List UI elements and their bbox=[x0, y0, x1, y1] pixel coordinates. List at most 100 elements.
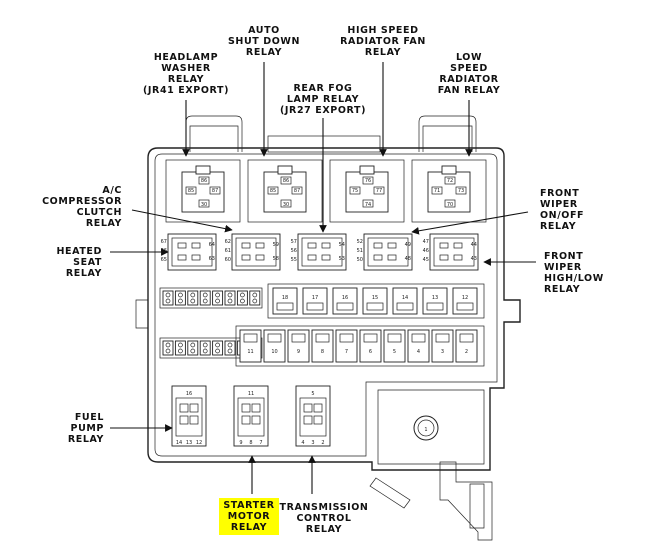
mini-relay-inner bbox=[235, 237, 277, 267]
top-relay-pin-label: 77 bbox=[376, 188, 382, 194]
mini-fuse-contact bbox=[202, 298, 208, 304]
fuse-slot-window bbox=[459, 333, 474, 343]
top-relay-pin-label: 72 bbox=[447, 178, 453, 184]
arrow-front-wiper-onoff bbox=[411, 211, 529, 235]
top-relay-pin-label: 87 bbox=[294, 188, 300, 194]
front-wiper-on-off-relay-label: FRONT WIPER ON/OFF RELAY bbox=[540, 188, 585, 232]
top-relay-body bbox=[345, 171, 389, 213]
mini-relay-pin-label: 51 bbox=[357, 248, 363, 254]
fuse-slot-number: 4 bbox=[417, 349, 420, 355]
fuse-slot-number: 18 bbox=[282, 295, 288, 301]
mini-fuse-contact bbox=[215, 298, 220, 304]
mini-fuse-slot bbox=[162, 340, 174, 356]
bottom-relay-pin bbox=[189, 403, 199, 413]
bottom-relay-pin-label: 14 bbox=[176, 440, 182, 446]
top-relay-socket bbox=[411, 159, 487, 223]
top-relay-pin-label: 71 bbox=[434, 188, 440, 194]
mini-fuse-contact bbox=[227, 292, 233, 298]
mini-relay-pin bbox=[255, 254, 265, 261]
mini-relay-pin-label: 49 bbox=[405, 242, 411, 248]
fuse-slot bbox=[407, 329, 430, 363]
mini-relay-pin bbox=[191, 254, 201, 261]
fuse-slot-window bbox=[315, 333, 330, 343]
fuse-slot-number: 2 bbox=[465, 349, 468, 355]
mini-relay-pin-label: 59 bbox=[273, 242, 279, 248]
top-relay-pin bbox=[291, 186, 303, 195]
bottom-relay-body bbox=[299, 397, 327, 437]
mini-fuse-contact bbox=[252, 292, 258, 298]
mini-relay-pin-label: 50 bbox=[357, 257, 363, 263]
top-relay-pin-label: 30 bbox=[201, 202, 207, 208]
mini-fuse-contact bbox=[215, 342, 220, 348]
top-relay-pin-label: 87 bbox=[212, 188, 218, 194]
bottom-relay-pin-label: 12 bbox=[196, 440, 202, 446]
mini-relay-pin bbox=[255, 242, 265, 249]
top-relay-tab bbox=[441, 165, 457, 175]
mini-relay-pin-label: 60 bbox=[225, 257, 231, 263]
mini-fuse-contact bbox=[165, 342, 171, 348]
mini-fuse-contact bbox=[190, 342, 196, 348]
top-relay-pin-label: 85 bbox=[188, 188, 194, 194]
fuse-slot-number: 10 bbox=[271, 349, 277, 355]
fuse-slot bbox=[431, 329, 454, 363]
mini-fuse-slot bbox=[162, 290, 174, 306]
mini-relay-pin-label: 53 bbox=[339, 256, 345, 262]
mini-relay-pin bbox=[191, 242, 201, 249]
mini-relay-pin bbox=[453, 254, 463, 261]
fuse-slot-window bbox=[411, 333, 426, 343]
mini-fuse-contact bbox=[165, 292, 171, 298]
leader-arrows bbox=[110, 62, 536, 494]
mini-fuse-slot bbox=[174, 340, 186, 356]
mini-relay-pin-label: 54 bbox=[339, 242, 345, 248]
top-relay-tab bbox=[195, 165, 211, 175]
bottom-relay-body bbox=[175, 397, 203, 437]
mini-fuse-slot bbox=[199, 340, 211, 356]
ac-compressor-clutch-relay-label: A/C COMPRESSOR CLUTCH RELAY bbox=[42, 185, 122, 229]
mini-fuse-contact bbox=[202, 342, 208, 348]
fuse-slot-window bbox=[396, 302, 414, 311]
mini-relay-pin-label: 63 bbox=[209, 256, 215, 262]
bottom-relay-pin bbox=[313, 403, 323, 413]
bottom-relay-top-pin-label: 11 bbox=[248, 391, 254, 397]
fuse-slot-window bbox=[426, 302, 444, 311]
fuse-slot bbox=[383, 329, 406, 363]
fuse-slot-window bbox=[363, 333, 378, 343]
fuel-pump-relay-label: FUEL PUMP RELAY bbox=[67, 412, 104, 445]
top-relay-socket bbox=[247, 159, 323, 223]
fuse-slot-number: 6 bbox=[369, 349, 372, 355]
fuse-slot bbox=[455, 329, 478, 363]
bottom-relay-pin bbox=[241, 415, 251, 425]
terminal-stud-number: 1 bbox=[424, 427, 427, 433]
mini-fuse-slot bbox=[224, 340, 236, 356]
fuse-slot-window bbox=[276, 302, 294, 311]
top-relay-pin-label: 75 bbox=[352, 188, 358, 194]
bottom-relay-pin bbox=[251, 403, 261, 413]
mini-relay-pin-label: 55 bbox=[291, 257, 297, 263]
mini-relay-pin-label: 58 bbox=[273, 256, 279, 262]
mounting-tabs bbox=[185, 115, 477, 153]
mini-fuse-contact bbox=[178, 342, 183, 348]
mini-fuse-contact bbox=[178, 348, 183, 354]
mini-relay-pin-label: 62 bbox=[225, 239, 231, 245]
mini-relay-inner bbox=[301, 237, 343, 267]
mini-fuse-slot bbox=[187, 290, 199, 306]
bottom-relay-top-pin-label: 16 bbox=[186, 391, 192, 397]
fuse-slot-number: 7 bbox=[345, 349, 348, 355]
top-relay-socket bbox=[329, 159, 405, 223]
mini-relay-pin-label: 61 bbox=[225, 248, 231, 254]
top-relay-body bbox=[427, 171, 471, 213]
mini-fuse-contact bbox=[202, 292, 208, 298]
fuse-slot-window bbox=[456, 302, 474, 311]
mini-fuse-slot bbox=[236, 290, 248, 306]
fuse-slot-number: 14 bbox=[402, 295, 408, 301]
fuse-slot-number: 3 bbox=[441, 349, 444, 355]
mini-relay-pin bbox=[307, 242, 317, 249]
front-wiper-high-low-relay-label: FRONT WIPER HIGH/LOW RELAY bbox=[544, 251, 604, 295]
mini-relay-pin bbox=[177, 242, 187, 249]
top-relay-pin bbox=[198, 176, 210, 185]
fuse-slot-number: 5 bbox=[393, 349, 396, 355]
mini-relay-inner bbox=[433, 237, 475, 267]
